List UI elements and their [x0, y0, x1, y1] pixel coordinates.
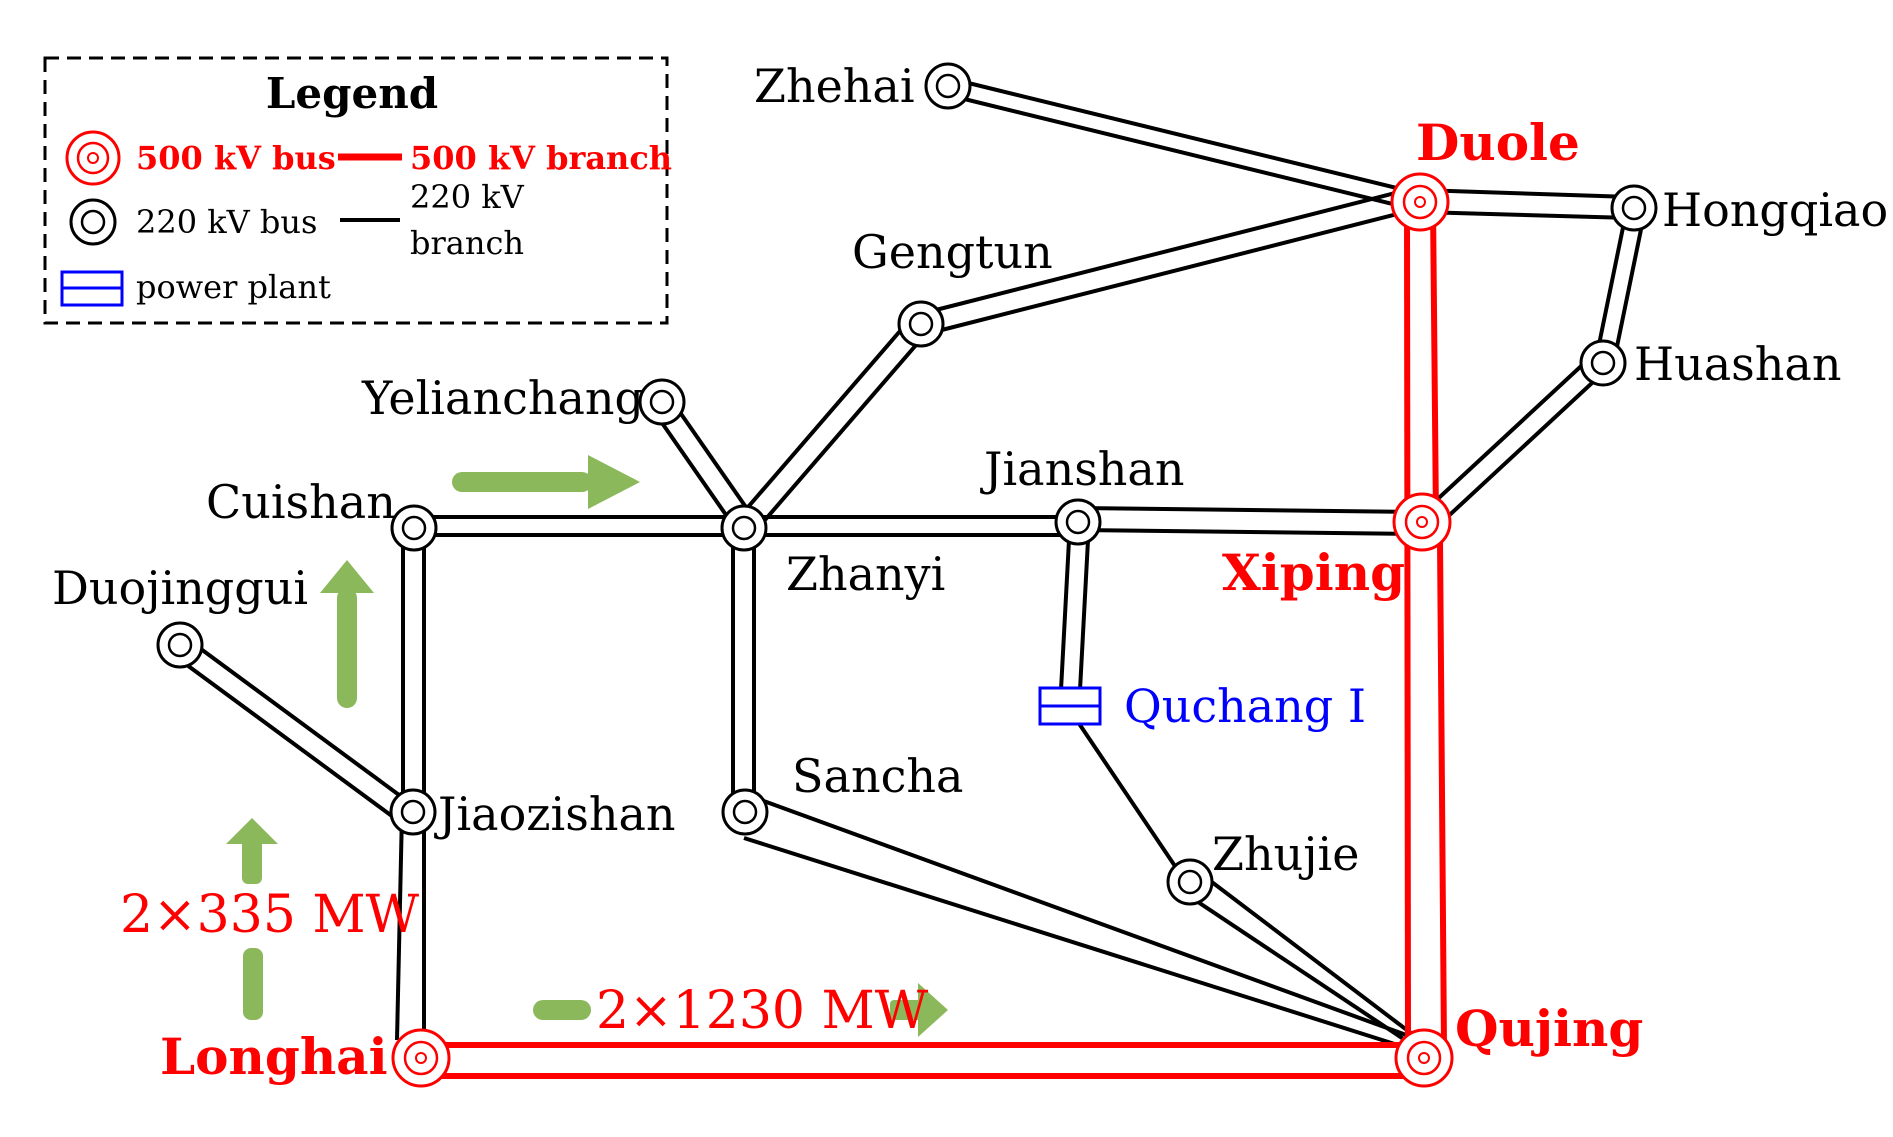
buses-220kv [156, 62, 1658, 906]
legend-title: Legend [266, 69, 438, 118]
bus-duojinggui [156, 621, 204, 669]
branch-zhujie-qujing-a [1194, 868, 1422, 1042]
branch-jiaozishan-longhai-a [395, 811, 404, 1041]
legend-power-plant-label: power plant [136, 268, 331, 306]
label-jianshan: Jianshan [980, 442, 1185, 496]
legend-500kv-bus-icon [65, 130, 121, 186]
power-plant-quchang-icon [1038, 686, 1102, 726]
legend-220kv-branch-label-2: branch [410, 224, 524, 262]
label-xiping: Xiping [1222, 543, 1405, 602]
branch-zhehai-duole-b [947, 93, 1418, 212]
labels-220kv: Zhehai Hongqiao Gengtun Huashan Yelianch… [52, 59, 1888, 881]
branch-huashan-xiping-b [1440, 368, 1608, 524]
label-zhehai: Zhehai [754, 59, 915, 113]
label-duole: Duole [1416, 113, 1580, 172]
bus-jiaozishan [389, 788, 437, 836]
branches-220kv [170, 76, 1647, 1054]
bus-zhanyi [720, 504, 768, 552]
branch-duojinggui-jiaozishan-a [170, 652, 402, 824]
label-cuishan: Cuishan [206, 475, 396, 529]
branch-xiping-qujing-b [1437, 539, 1447, 1049]
flow-label-vertical: 2×335 MW [120, 885, 420, 945]
bus-qujing [1394, 1028, 1454, 1088]
branch-gengtun-duole-b [925, 206, 1422, 336]
bus-xiping [1392, 492, 1452, 552]
arrow-up-cuishan [320, 560, 374, 708]
legend-power-plant-icon [60, 270, 124, 307]
branch-duole-hongqiao-a [1419, 188, 1632, 199]
branch-gengtun-duole-a [919, 186, 1416, 316]
bus-duole [1390, 172, 1450, 232]
bus-longhai [391, 1028, 451, 1088]
arrow-right-bottom-head [890, 983, 948, 1037]
labels-500kv: Duole Xiping Longhai Qujing [160, 113, 1643, 1086]
branch-jianshan-quchang-a [1059, 539, 1071, 691]
legend: Legend 500 kV bus 500 kV branch 220 kV b… [43, 56, 672, 325]
label-longhai: Longhai [160, 1027, 388, 1086]
branch-sancha-qujing-b [743, 836, 1421, 1054]
bus-sancha [721, 788, 769, 836]
branch-hongqiao-huashan-a [1593, 207, 1629, 365]
branch-jianshan-quchang-b [1078, 539, 1090, 691]
label-sancha: Sancha [792, 749, 963, 803]
label-zhanyi: Zhanyi [786, 547, 945, 601]
label-quchang: Quchang I [1124, 679, 1366, 733]
branch-zhujie-qujing-b [1178, 888, 1422, 1052]
label-jiaozishan: Jiaozishan [434, 787, 676, 841]
bus-hongqiao [1610, 184, 1658, 232]
buses-500kv [391, 172, 1454, 1088]
label-gengtun: Gengtun [852, 225, 1053, 279]
branches-500kv [440, 204, 1447, 1079]
branch-gengtun-zhanyi-a [734, 314, 915, 523]
branch-duole-hongqiao-b [1419, 210, 1632, 220]
legend-220kv-branch-label-1: 220 kV [410, 178, 525, 216]
bus-gengtun [897, 300, 945, 348]
label-huashan: Huashan [1634, 337, 1841, 391]
bus-jianshan [1054, 498, 1102, 546]
label-duojinggui: Duojinggui [52, 561, 308, 615]
label-yelianchang: Yelianchang [361, 371, 644, 425]
legend-220kv-bus-icon [69, 198, 117, 246]
bus-cuishan [390, 504, 438, 552]
legend-220kv-bus-label: 220 kV bus [136, 203, 317, 241]
branch-jianshan-xiping-b [1077, 528, 1416, 536]
branch-huashan-xiping-a [1426, 354, 1594, 510]
label-qujing: Qujing [1455, 999, 1643, 1058]
branch-yelianchang-zhanyi-b [668, 396, 752, 515]
label-hongqiao: Hongqiao [1662, 183, 1888, 237]
branch-jianshan-xiping-a [1077, 506, 1416, 514]
bus-yelianchang [638, 378, 686, 426]
legend-border [43, 56, 669, 325]
label-zhujie: Zhujie [1212, 827, 1359, 881]
branch-quchang-zhujie [1076, 720, 1185, 880]
arrow-up-longhai-top [226, 818, 278, 884]
branch-hongqiao-huashan-b [1611, 209, 1647, 367]
branch-sancha-qujing-a [749, 794, 1421, 1042]
flow-arrows [226, 455, 948, 1037]
legend-500kv-branch-label: 500 kV branch [410, 139, 672, 177]
branch-gengtun-zhanyi-b [750, 328, 931, 537]
branch-duole-xiping-b [1430, 204, 1439, 521]
arrow-right-bottom-tail [533, 1000, 591, 1020]
legend-500kv-bus-label: 500 kV bus [136, 139, 336, 177]
flow-label-horizontal: 2×1230 MW [596, 981, 929, 1041]
branch-duojinggui-jiaozishan-b [184, 636, 416, 808]
arrow-right-upper [452, 455, 640, 509]
bus-zhehai [924, 62, 972, 110]
bus-huashan [1579, 339, 1627, 387]
branch-zhehai-duole-a [947, 76, 1418, 195]
bus-zhujie [1166, 858, 1214, 906]
branch-duole-qujing-a [1404, 204, 1411, 1051]
arrow-up-longhai-shaft [243, 948, 263, 1020]
branch-yelianchang-zhanyi-a [651, 408, 735, 527]
